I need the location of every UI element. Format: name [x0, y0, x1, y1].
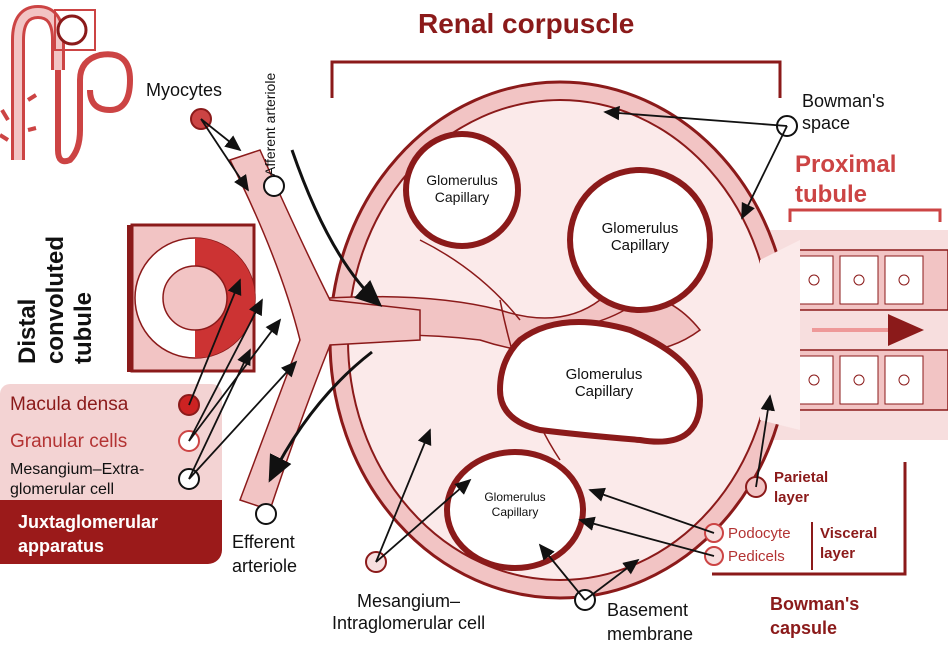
- bowmans-capsule-label: Bowman's capsule: [770, 594, 860, 638]
- arterioles: [228, 149, 421, 511]
- bowmans-capsule-bracket: [712, 462, 907, 576]
- visceral-layer-label: Visceral layer: [820, 525, 878, 562]
- afferent-arteriole-label: Afferent arteriole: [262, 72, 278, 176]
- glomerulus-capillary-2: [567, 167, 713, 313]
- mesangium-intra-label: Mesangium– Intraglomerular cell: [332, 591, 486, 633]
- juxtaglomerular-apparatus-label: Juxtaglomerular apparatus: [18, 512, 159, 556]
- renal-corpuscle-title: Renal corpuscle: [418, 8, 635, 39]
- myocytes-label: Myocytes: [146, 80, 223, 100]
- nephron-thumbnail-icon: [0, 4, 134, 165]
- capillary-label-2: Glomerulus Capillary: [601, 220, 679, 254]
- pedicels-label: Pedicels: [728, 548, 785, 565]
- capillary-label-1: Glomerulus Capillary: [426, 172, 498, 205]
- jga-title-bar: [0, 500, 222, 564]
- bowmans-space-label: Bowman's space: [802, 91, 885, 133]
- pointer-lines: [188, 105, 788, 601]
- proximal-tubule-label: Proximal tubule: [795, 151, 897, 208]
- capillary-label-4: Glomerulus Capillary: [484, 490, 546, 519]
- mesangium-extra-label: Mesangium–Extra- glomerular cell: [10, 461, 145, 498]
- proximal-tubule-bracket: [788, 208, 942, 222]
- glomerulus-capillary-3: [496, 319, 704, 445]
- macula-densa-label: Macula densa: [10, 394, 129, 415]
- glomerulus-capillary-1: [403, 131, 521, 249]
- podocyte-label: Podocyte: [728, 525, 791, 542]
- efferent-arteriole-label: Efferent arteriole: [232, 532, 298, 576]
- granular-cells-label: Granular cells: [10, 431, 128, 452]
- basement-membrane-label: Basement membrane: [607, 600, 694, 644]
- glomerulus-capillary-4: [444, 449, 586, 571]
- capillary-label-3: Glomerulus Capillary: [565, 366, 643, 400]
- parietal-layer-label: Parietal layer: [774, 469, 829, 506]
- renal-corpuscle: [299, 80, 800, 600]
- distal-tubule-label: Distal convoluted tubule: [14, 235, 97, 364]
- distal-convoluted-tubule: [127, 223, 256, 373]
- renal-corpuscle-bracket: [330, 60, 782, 98]
